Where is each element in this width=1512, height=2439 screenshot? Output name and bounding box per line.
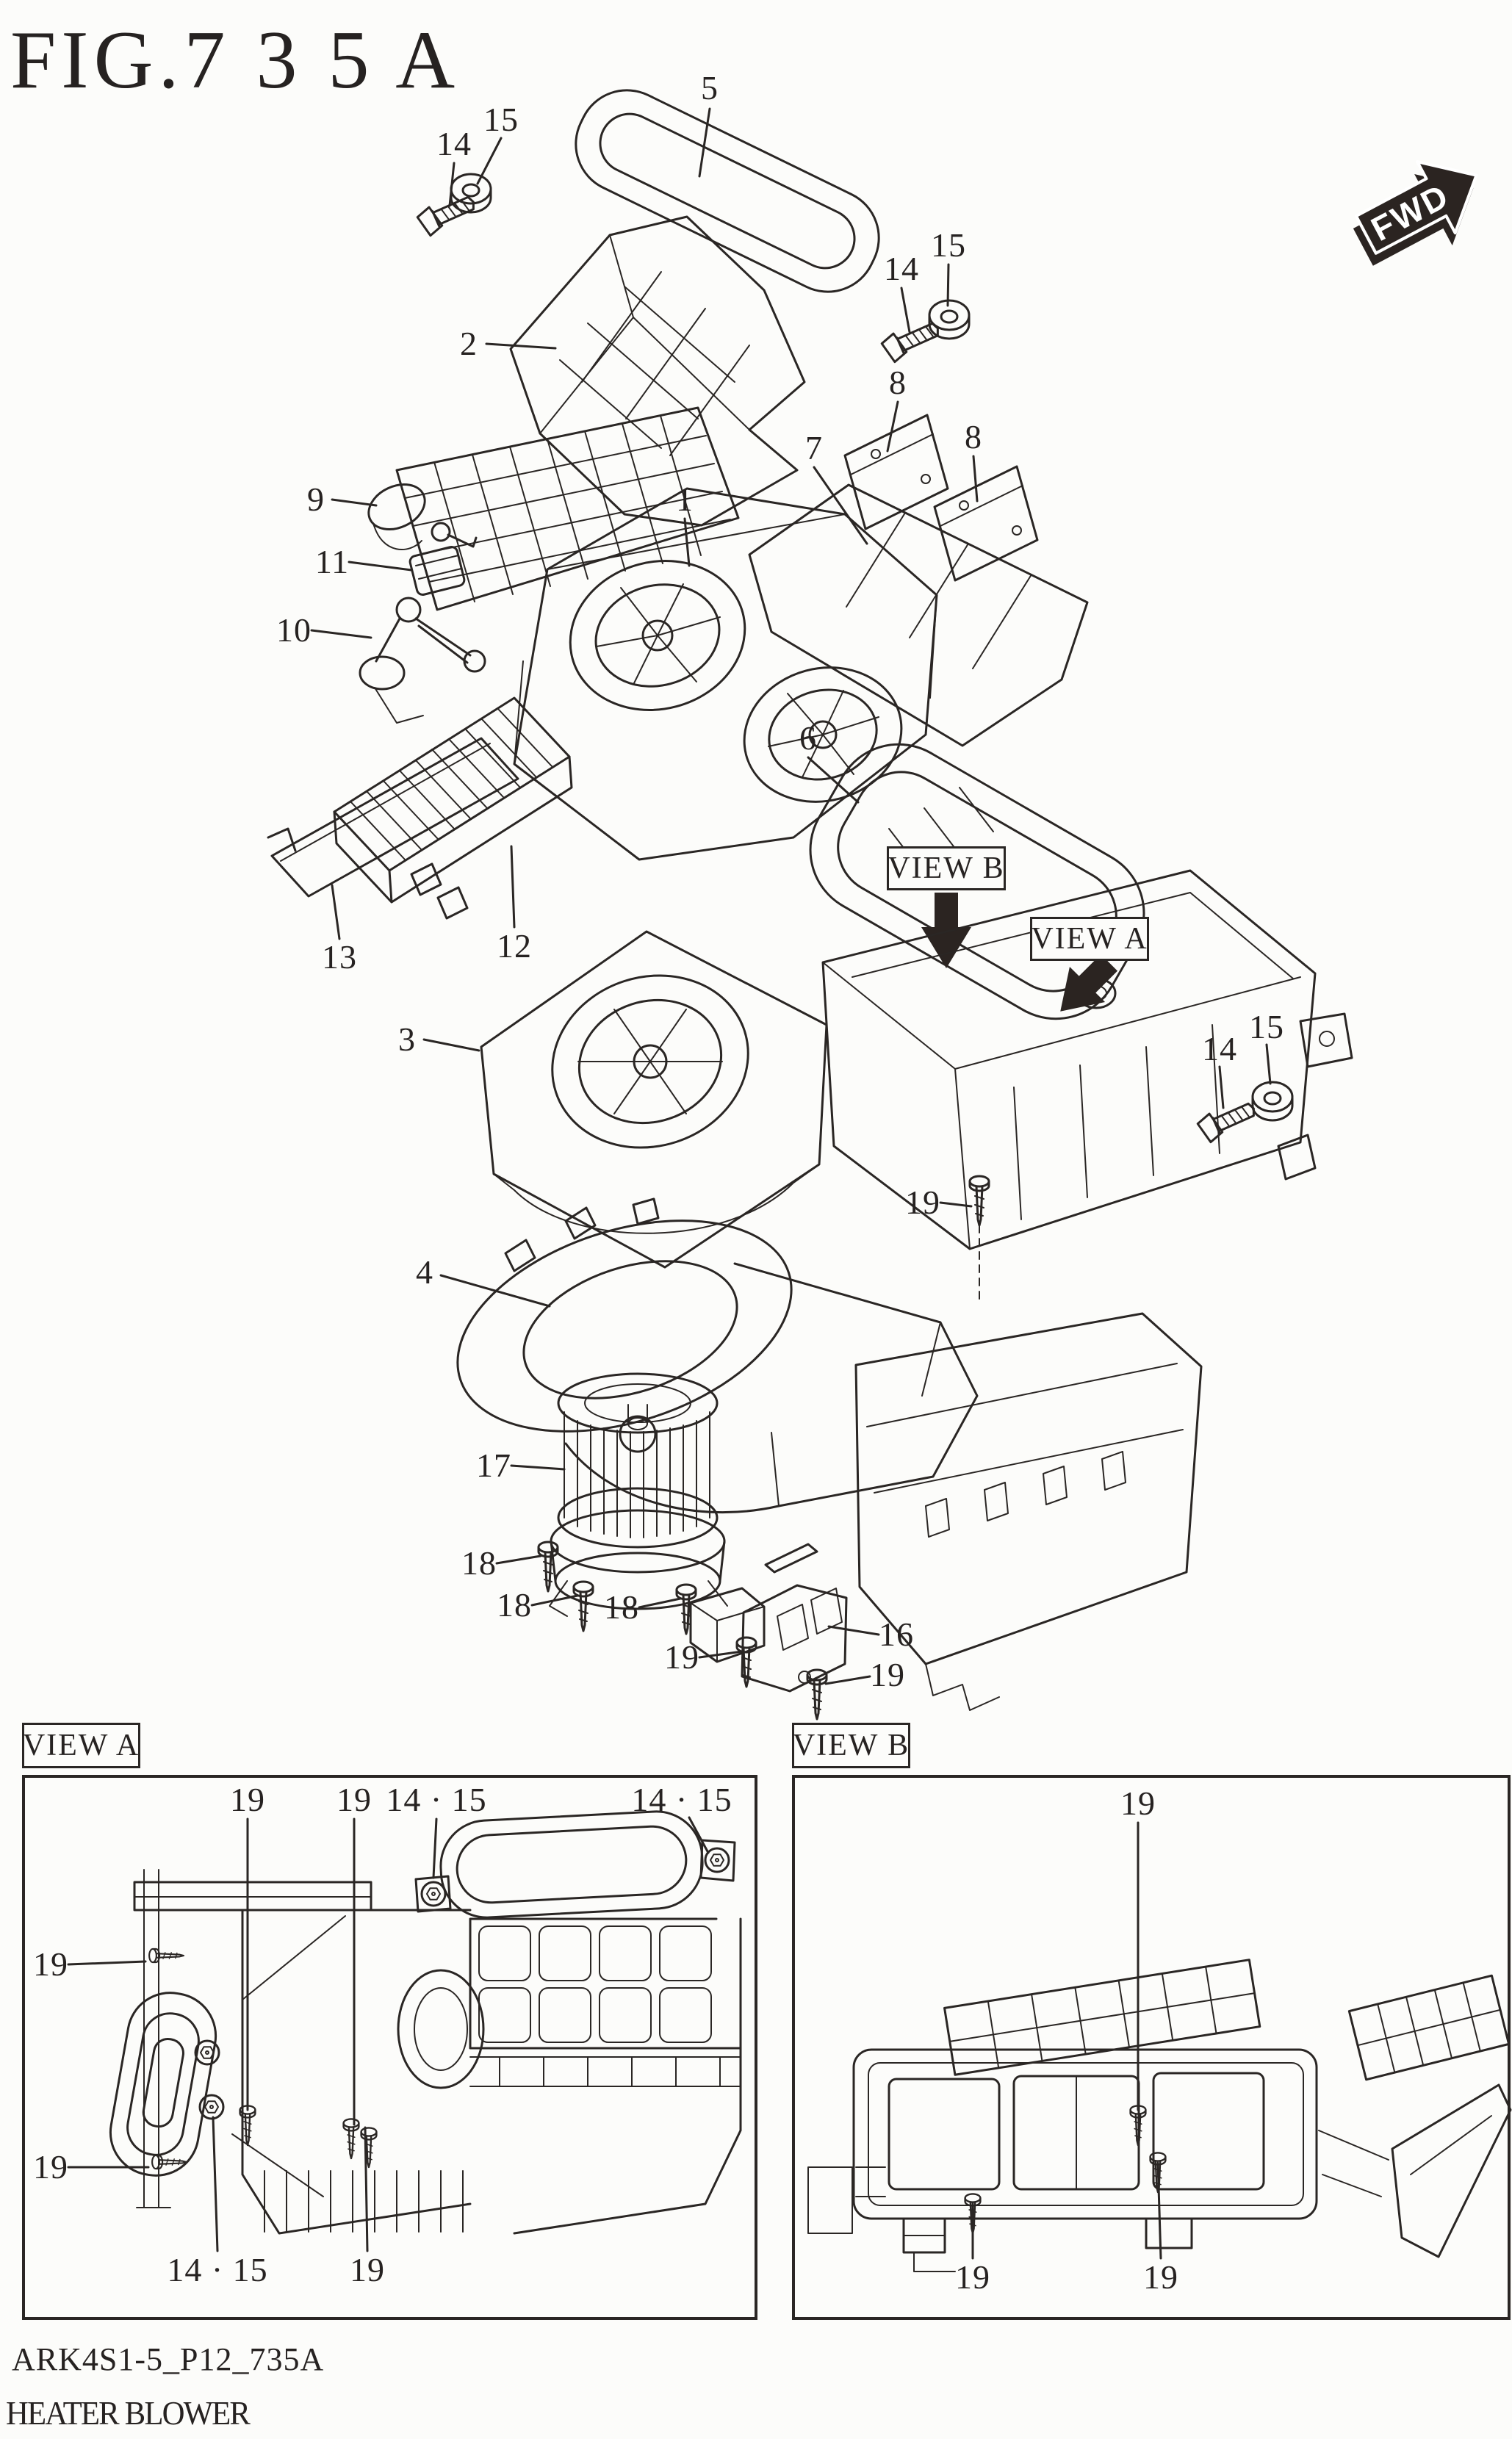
heater-case-lower — [854, 1312, 1203, 1711]
part-label: 17 — [476, 1447, 511, 1484]
part-label: 19 — [1143, 2258, 1178, 2296]
part-label: 14 — [436, 125, 472, 162]
part-4-blower-scroll-case — [456, 1197, 979, 1514]
part-label: 15 — [931, 226, 966, 264]
part-label: 15 — [1249, 1008, 1284, 1045]
part-label: 6 — [799, 719, 817, 757]
part-5-duct-seal — [575, 89, 880, 293]
view-b-panel — [792, 1775, 1511, 2320]
part-label: 14 — [884, 250, 919, 287]
part-label: 19 — [870, 1656, 905, 1693]
part-label: 5 — [701, 69, 719, 107]
nut-15-icon — [450, 173, 1294, 1122]
view-a-arrow-icon — [1060, 954, 1118, 1012]
part-3-blower-upper-case — [480, 930, 828, 1269]
part-label: 19 — [1120, 1784, 1156, 1822]
view-a-panel — [22, 1775, 757, 2320]
fwd-arrow-icon: FWD — [1353, 160, 1478, 266]
part-label: 19 — [955, 2258, 990, 2296]
part-7-damper-duct — [748, 483, 1089, 747]
part-10-lever — [359, 597, 486, 724]
part-label: 3 — [398, 1020, 416, 1058]
part-9-lever — [367, 483, 478, 550]
view-b-callout-box: VIEW B — [887, 846, 1006, 890]
part-label: 8 — [889, 364, 907, 401]
part-11-clip — [408, 546, 466, 596]
part-label: 14 · 15 — [386, 1781, 487, 1818]
screw-19-icon — [735, 1175, 990, 1721]
part-label: 15 — [483, 101, 519, 138]
footer-code: ARK4S1-5_P12_735A — [12, 2341, 325, 2377]
part-label: 19 — [230, 1781, 265, 1818]
view-b-panel-title: VIEW B — [792, 1723, 910, 1768]
part-label: 18 — [604, 1588, 639, 1626]
part-17-blower-motor — [549, 1372, 766, 1663]
part-16-blower-resistor — [741, 1543, 848, 1693]
part-label: 19 — [664, 1638, 699, 1676]
part-label: 9 — [307, 480, 325, 518]
part-label: 12 — [497, 927, 532, 965]
part-label: 18 — [461, 1544, 497, 1582]
part-label: 13 — [322, 938, 357, 976]
heater-case-upper — [821, 869, 1353, 1301]
part-2-intake-duct — [395, 215, 806, 611]
part-label: 1 — [676, 480, 694, 518]
view-a-drawing — [109, 1810, 742, 2235]
view-b-drawing — [807, 1959, 1512, 2272]
part-label: 19 — [905, 1184, 940, 1221]
part-8-seal-plate-a — [843, 414, 949, 530]
part-label: 2 — [460, 325, 478, 362]
leader-lines — [67, 107, 1272, 2260]
part-label: 19 — [33, 1945, 68, 1983]
part-8-seal-plate-b — [933, 465, 1039, 582]
part-label: 10 — [276, 611, 312, 649]
part-label: 19 — [336, 1781, 372, 1818]
part-label: 16 — [879, 1615, 914, 1653]
part-label: 14 · 15 — [631, 1781, 732, 1818]
part-label: 18 — [497, 1586, 532, 1624]
part-label: 19 — [350, 2251, 385, 2288]
part-label: 11 — [314, 543, 350, 580]
part-13-filter-cover — [267, 737, 519, 920]
part-label: 14 · 15 — [167, 2251, 268, 2288]
part-1-intake-housing — [513, 487, 938, 861]
part-label: 8 — [965, 418, 982, 455]
part-label: 4 — [416, 1253, 433, 1291]
figure-title: FIG.7 3 5 A — [10, 15, 461, 106]
part-12-cabin-filter — [333, 696, 573, 904]
footer-name: HEATER BLOWER — [6, 2394, 251, 2432]
view-a-callout-box: VIEW A — [1030, 917, 1149, 961]
view-a-panel-title: VIEW A — [22, 1723, 140, 1768]
part-label: 7 — [805, 429, 823, 466]
part-label: 19 — [33, 2148, 68, 2186]
part-label: 14 — [1202, 1030, 1237, 1067]
